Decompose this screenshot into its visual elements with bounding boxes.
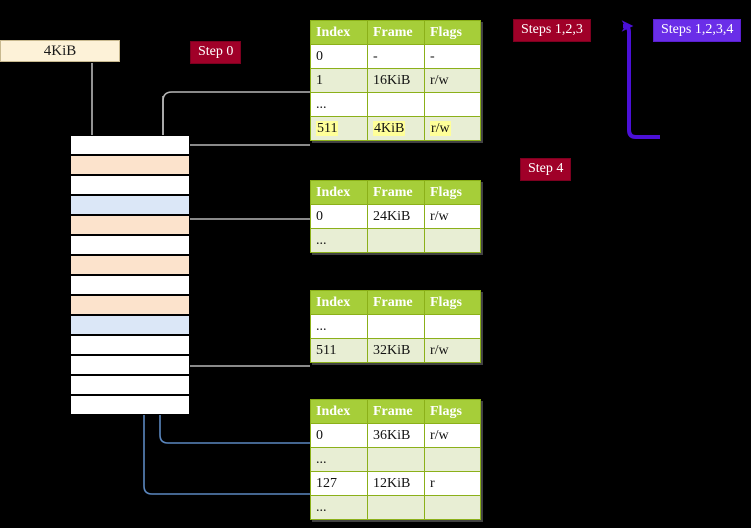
- badge-steps-123: Steps 1,2,3: [513, 19, 591, 42]
- table-header-index: Index: [310, 180, 368, 205]
- table-header-index: Index: [310, 290, 368, 315]
- memory-frame-cell: [70, 315, 190, 335]
- table-cell-flags: -: [424, 44, 481, 69]
- table-cell-flags: [424, 495, 481, 520]
- table-cell-index: ...: [310, 447, 368, 472]
- table-header-flags: Flags: [424, 399, 481, 424]
- table-cell-flags: r/w: [424, 423, 481, 448]
- table-cell-index: 0: [310, 44, 368, 69]
- table-row: ...: [310, 314, 481, 339]
- memory-frame-cell: [70, 395, 190, 415]
- table-header-index: Index: [310, 399, 368, 424]
- table-cell-index: 511: [310, 338, 368, 363]
- connector-steps-bracket-arrow: [621, 20, 660, 139]
- table-row: ...: [310, 92, 481, 117]
- table-row: ...: [310, 447, 481, 472]
- table-cell-frame: 32KiB: [367, 338, 425, 363]
- table-cell-flags: [424, 92, 481, 117]
- table-cell-frame: -: [367, 44, 425, 69]
- table-cell-flags: r/w: [424, 116, 481, 141]
- badge-step-4: Step 4: [520, 158, 572, 181]
- size-label-text: 4KiB: [43, 43, 77, 59]
- table-header-frame: Frame: [367, 180, 425, 205]
- table-cell-index: ...: [310, 92, 368, 117]
- memory-frame-cell: [70, 275, 190, 295]
- table-cell-index: ...: [310, 228, 368, 253]
- table-cell-flags: [424, 228, 481, 253]
- size-label-box: 4KiB: [0, 40, 120, 62]
- highlighted-value: r/w: [430, 120, 451, 136]
- table-row: 0--: [310, 44, 481, 69]
- memory-frame-cell: [70, 335, 190, 355]
- memory-frame-cell: [70, 255, 190, 275]
- memory-frame-cell: [70, 155, 190, 175]
- table-cell-flags: [424, 314, 481, 339]
- badge-steps-1234-label: Steps 1,2,3,4: [661, 22, 734, 37]
- table-cell-index: ...: [310, 495, 368, 520]
- memory-frame-cell: [70, 375, 190, 395]
- table-cell-flags: r: [424, 471, 481, 496]
- table-cell-index: 0: [310, 423, 368, 448]
- table-cell-flags: r/w: [424, 338, 481, 363]
- badge-steps-123-label: Steps 1,2,3: [521, 22, 583, 37]
- table-cell-frame: [367, 447, 425, 472]
- table-cell-frame: 36KiB: [367, 423, 425, 448]
- table-cell-frame: 24KiB: [367, 204, 425, 229]
- memory-frame-cell: [70, 295, 190, 315]
- table-cell-frame: 12KiB: [367, 471, 425, 496]
- memory-frame-cell: [70, 135, 190, 155]
- connector-pml4-row511-to-memory: [176, 144, 310, 160]
- memory-frame-cell: [70, 235, 190, 255]
- table-cell-frame: [367, 314, 425, 339]
- connector-pdpt-row0-to-memory: [179, 218, 310, 240]
- connector-pd-row511-to-memory: [171, 296, 310, 367]
- table-header-flags: Flags: [424, 290, 481, 315]
- table-header-flags: Flags: [424, 180, 481, 205]
- table-cell-frame: [367, 495, 425, 520]
- physical-memory-column: [70, 135, 190, 415]
- badge-step-0: Step 0: [190, 41, 242, 64]
- table-cell-frame: 16KiB: [367, 68, 425, 93]
- table-cell-frame: [367, 228, 425, 253]
- table-cell-index: 1: [310, 68, 368, 93]
- table-cell-flags: r/w: [424, 68, 481, 93]
- table-cell-flags: [424, 447, 481, 472]
- memory-frame-cell: [70, 215, 190, 235]
- table-cell-flags: r/w: [424, 204, 481, 229]
- highlighted-value: 4KiB: [373, 120, 406, 136]
- table-header-index: Index: [310, 20, 368, 45]
- memory-frame-cell: [70, 355, 190, 375]
- badge-step-0-label: Step 0: [198, 44, 234, 59]
- table-cell-index: 0: [310, 204, 368, 229]
- table-row: ...: [310, 228, 481, 253]
- table-header-frame: Frame: [367, 399, 425, 424]
- table-cell-frame: [367, 92, 425, 117]
- table-row: ...: [310, 495, 481, 520]
- highlighted-value: 511: [316, 120, 339, 136]
- badge-step-4-label: Step 4: [528, 161, 564, 176]
- table-cell-frame: 4KiB: [367, 116, 425, 141]
- table-cell-index: ...: [310, 314, 368, 339]
- table-header-frame: Frame: [367, 20, 425, 45]
- memory-frame-cell: [70, 195, 190, 215]
- table-row: 511 4KiB r/w: [310, 116, 481, 141]
- table-cell-index: 127: [310, 471, 368, 496]
- table-header-flags: Flags: [424, 20, 481, 45]
- badge-steps-1234: Steps 1,2,3,4: [653, 19, 742, 42]
- table-header-frame: Frame: [367, 290, 425, 315]
- memory-frame-cell: [70, 175, 190, 195]
- table-cell-index: 511: [310, 116, 368, 141]
